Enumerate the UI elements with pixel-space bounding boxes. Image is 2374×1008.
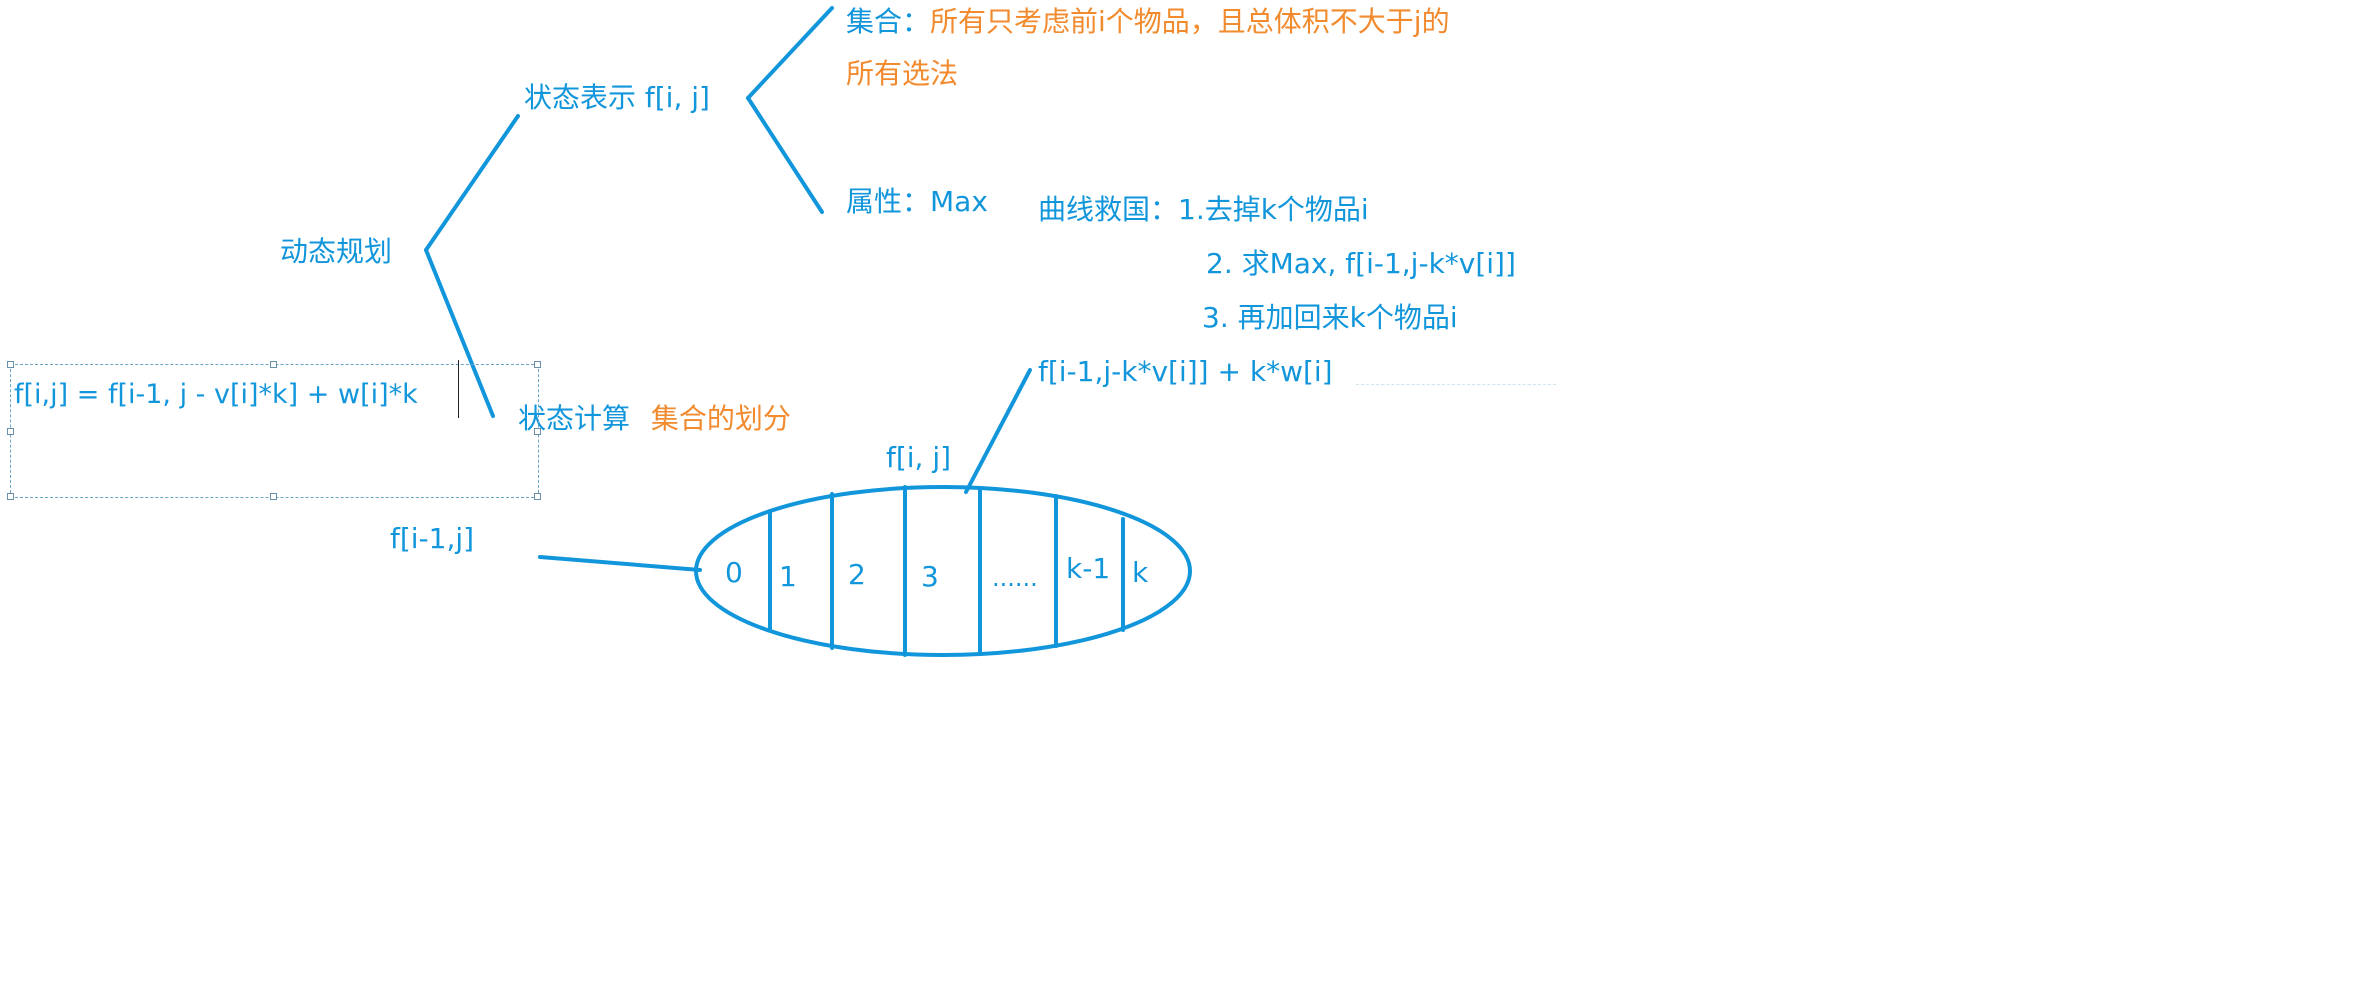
segment-label-3: 3 <box>921 560 939 593</box>
segment-label-k-1: k-1 <box>1066 552 1111 585</box>
text-caret <box>458 360 459 418</box>
property-label: 属性：Max <box>846 185 988 218</box>
formula-text[interactable]: f[i,j] = f[i-1, j - v[i]*k] + w[i]*k <box>14 379 418 410</box>
root-label: 动态规划 <box>280 235 393 268</box>
segment-label-0: 0 <box>725 556 743 589</box>
state-repr-label: 状态表示 f[i, j] <box>524 81 710 114</box>
resize-handle-bm[interactable] <box>270 493 277 500</box>
set-line: 集合：所有只考虑前i个物品，且总体积不大于j的 <box>846 8 1450 36</box>
edge-repr-to-property <box>746 96 824 214</box>
state-calc-line: 状态计算 集合的划分 <box>518 405 791 433</box>
edge-root-to-state-repr <box>424 114 520 252</box>
rescue-result: f[i-1,j-k*v[i]] + k*w[i] <box>1038 355 1333 388</box>
partition-ellipse <box>694 485 1192 657</box>
rescue-step-2: 2. 求Max, f[i-1,j-k*v[i]] <box>1206 247 1516 280</box>
resize-handle-mr[interactable] <box>534 428 541 435</box>
resize-handle-tr[interactable] <box>534 361 541 368</box>
edge-ellipse-to-result <box>964 368 1032 494</box>
ellipse-left-label: f[i-1,j] <box>390 522 475 555</box>
state-calc-label: 状态计算 <box>518 402 631 435</box>
rescue-title: 曲线救国：1.去掉k个物品i <box>1038 193 1369 226</box>
edge-left-label-to-ellipse <box>538 555 702 572</box>
segment-label-k: k <box>1132 556 1149 589</box>
edge-repr-to-set <box>746 6 834 100</box>
rescue-step-3: 3. 再加回来k个物品i <box>1202 301 1458 334</box>
resize-handle-tl[interactable] <box>7 361 14 368</box>
set-desc-line2: 所有选法 <box>846 57 959 90</box>
diagram-lines <box>424 6 1192 657</box>
resize-handle-bl[interactable] <box>7 493 14 500</box>
edge-root-to-state-calc <box>424 248 495 418</box>
segment-label-2: 2 <box>848 558 866 591</box>
segment-label-ellipsis: ...... <box>992 564 1038 592</box>
faint-dash <box>1356 384 1556 385</box>
segment-label-1: 1 <box>779 560 797 593</box>
resize-handle-ml[interactable] <box>7 428 14 435</box>
set-prefix: 集合： <box>846 5 931 38</box>
resize-handle-tm[interactable] <box>270 361 277 368</box>
resize-handle-br[interactable] <box>534 493 541 500</box>
set-desc-line1: 所有只考虑前i个物品，且总体积不大于j的 <box>930 5 1450 38</box>
partition-label: 集合的划分 <box>650 402 791 435</box>
ellipse-top-label: f[i, j] <box>886 441 952 474</box>
